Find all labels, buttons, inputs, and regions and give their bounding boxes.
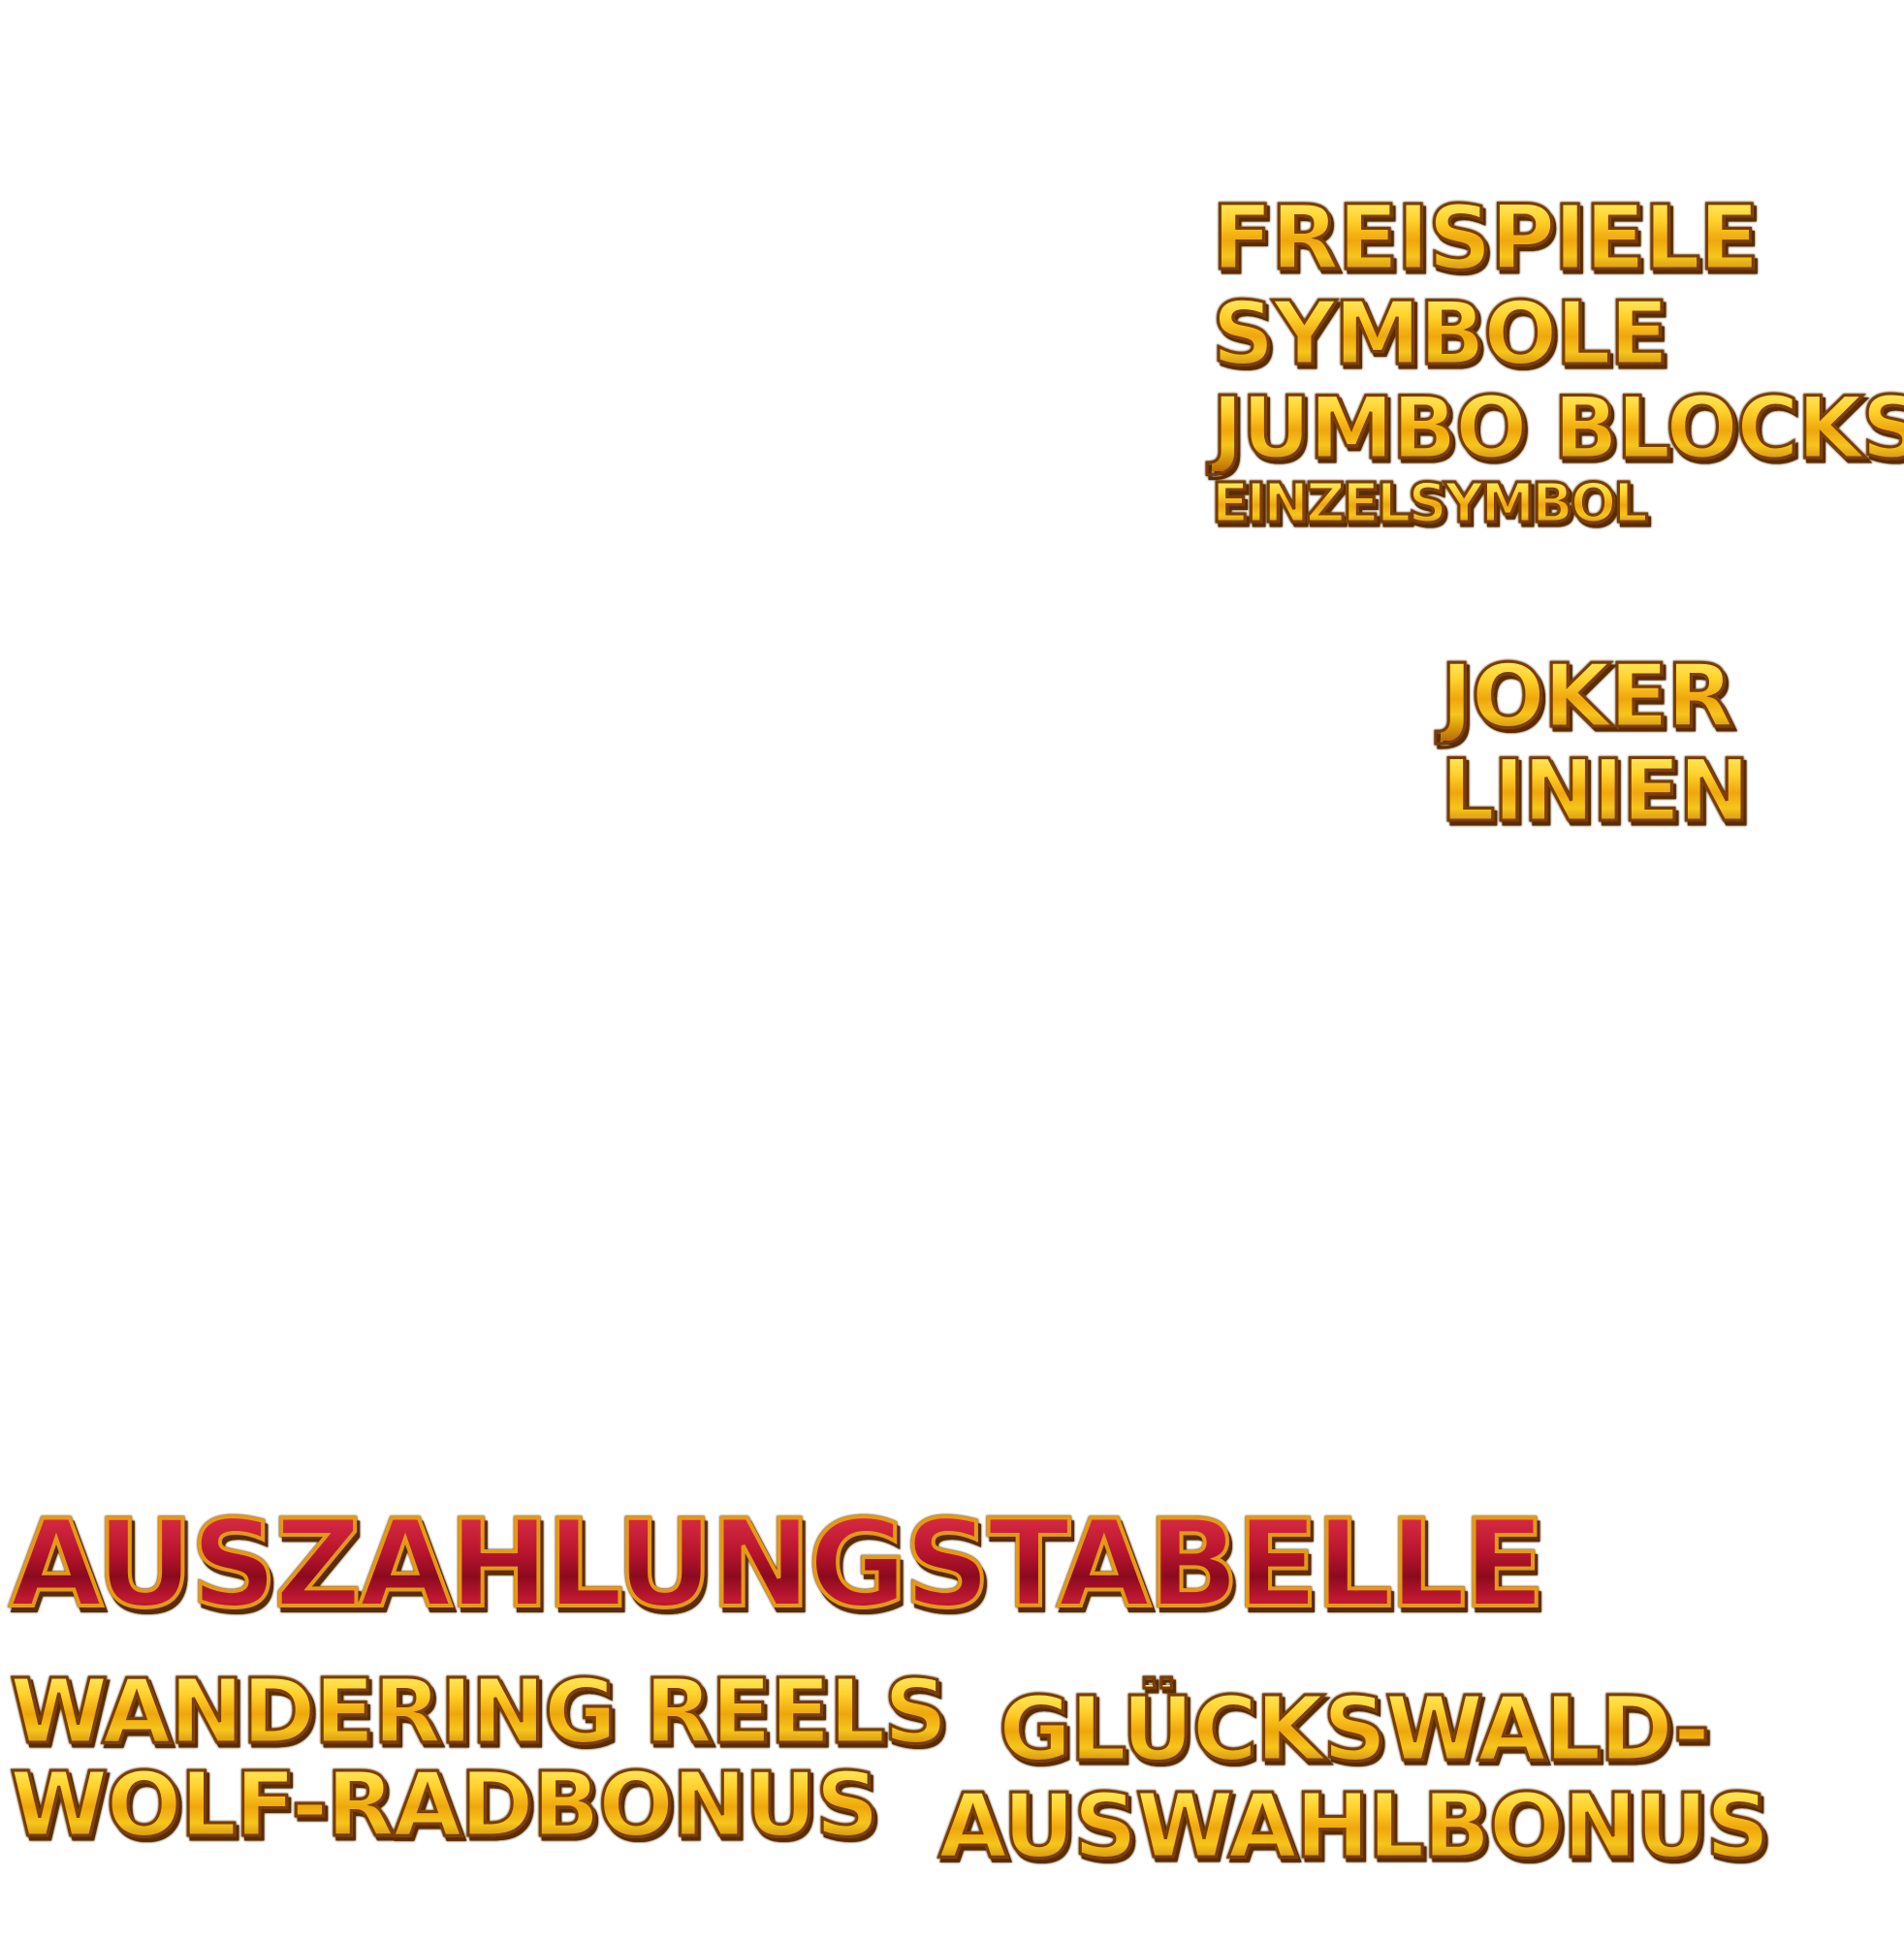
title-einzelsymbol: EINZELSYMBOL	[1210, 472, 1649, 535]
title-jumbo-blocks: JUMBO BLOCKS	[1210, 384, 1904, 472]
title-wolf-radbonus: WOLF-RADBONUS	[8, 1753, 880, 1857]
title-wandering-reels: WANDERING REELS	[9, 1660, 950, 1764]
title-joker: JOKER	[1440, 646, 1736, 748]
title-gluckswald: GLÜCKSWALD-	[997, 1677, 1711, 1781]
title-symbole: SYMBOLE	[1211, 283, 1670, 385]
title-auswahlbonus: AUSWAHLBONUS	[937, 1774, 1772, 1878]
title-auszahlungstabelle: AUSZAHLUNGSTABELLE	[8, 1495, 1547, 1635]
title-freispiele: FREISPIELE	[1211, 186, 1761, 290]
title-linien: LINIEN	[1440, 741, 1752, 841]
